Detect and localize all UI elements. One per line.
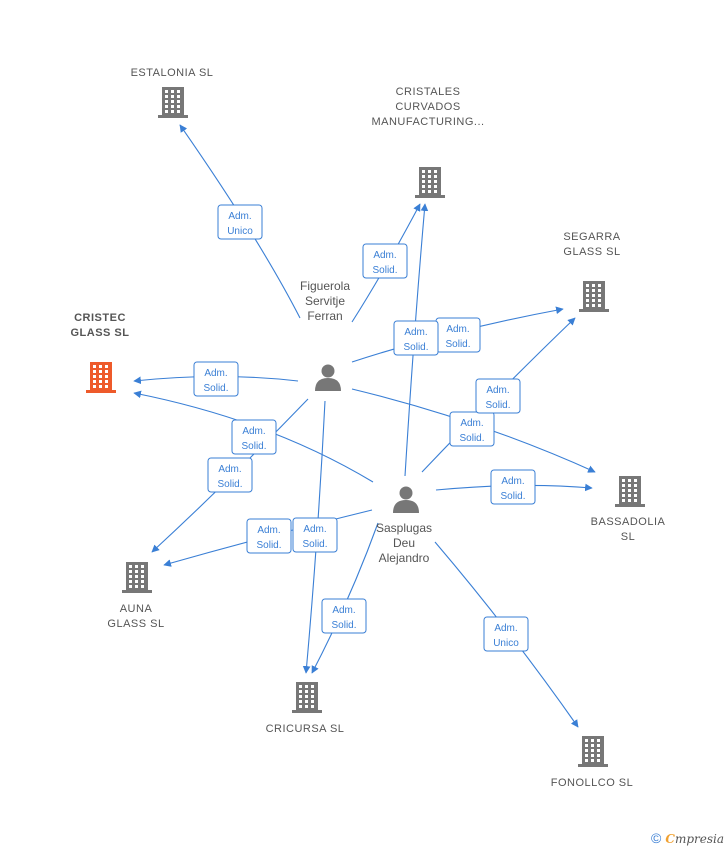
relation-label-text: Solid. — [372, 265, 397, 276]
person-label-sasplugas-line: Sasplugas — [376, 521, 432, 535]
nodes-layer: ESTALONIA SL CRISTALES CURVADOS MANUFACTURI… — [70, 67, 665, 789]
relation-label-text: Adm. — [373, 250, 396, 261]
relation-label-text: Solid. — [331, 620, 356, 631]
relation-label-text: Adm. — [332, 605, 355, 616]
company-label-cristec-line: GLASS SL — [70, 327, 129, 339]
relation-label-text: Solid. — [459, 433, 484, 444]
company-label-auna-line: GLASS SL — [107, 618, 164, 630]
company-node-cricursa[interactable]: CRICURSA SL — [266, 682, 345, 735]
relation-label-fig-bassadolia[interactable]: Adm. Solid. — [449, 411, 495, 447]
relation-label-sas-cricursa[interactable]: Adm. Solid. — [321, 598, 367, 634]
relation-label-sas-fonollco[interactable]: Adm. Unico — [483, 616, 529, 652]
relation-label-text: Solid. — [217, 479, 242, 490]
company-node-estalonia[interactable]: ESTALONIA SL — [131, 67, 214, 118]
building-icon — [292, 682, 322, 713]
person-label-sasplugas-line: Deu — [393, 536, 415, 550]
company-label-segarra: SEGARRA GLASS SL — [563, 231, 620, 258]
relation-label-sas-auna[interactable]: Adm. Solid. — [246, 518, 292, 554]
company-node-auna[interactable]: AUNA GLASS SL — [107, 562, 164, 630]
company-node-fonollco[interactable]: FONOLLCO SL — [551, 736, 634, 789]
relation-label-text: Adm. — [303, 524, 326, 535]
company-node-bassadolia[interactable]: BASSADOLIA SL — [591, 476, 666, 543]
relation-label-text: Adm. — [501, 476, 524, 487]
company-label-estalonia-line: ESTALONIA SL — [131, 67, 214, 79]
company-node-cristec[interactable]: CRISTEC GLASS SL — [70, 312, 129, 393]
company-label-cricursa: CRICURSA SL — [266, 723, 345, 735]
relation-label-text: Solid. — [445, 339, 470, 350]
company-label-auna-line: AUNA — [120, 603, 153, 615]
relation-label-text: Unico — [493, 638, 519, 649]
company-label-cristec-line: CRISTEC — [74, 312, 126, 324]
relation-label-fig-cristec[interactable]: Adm. Solid. — [193, 361, 239, 397]
company-node-cristales[interactable]: CRISTALES CURVADOS MANUFACTURING... — [371, 86, 484, 198]
relation-label-text: Adm. — [257, 525, 280, 536]
building-icon — [122, 562, 152, 593]
company-label-cricursa-line: CRICURSA SL — [266, 723, 345, 735]
company-label-bassadolia-line: BASSADOLIA — [591, 516, 666, 528]
relation-label-text: Adm. — [486, 385, 509, 396]
relation-label-text: Adm. — [494, 623, 517, 634]
building-icon — [579, 281, 609, 312]
person-label-figuerola-line: Ferran — [307, 309, 342, 323]
company-label-cristales-line: MANUFACTURING... — [371, 116, 484, 128]
relation-label-text: Adm. — [446, 324, 469, 335]
relation-label-text: Solid. — [500, 491, 525, 502]
relation-label-fig-cricursa[interactable]: Adm. Solid. — [292, 517, 338, 553]
footer-brand[interactable]: ©Cmpresia — [651, 830, 724, 846]
company-label-cristales-line: CRISTALES — [396, 86, 461, 98]
relation-label-text: Solid. — [256, 540, 281, 551]
relation-label-fig-segarra[interactable]: Adm. Solid. — [435, 317, 481, 353]
relation-label-text: Adm. — [460, 418, 483, 429]
person-icon — [315, 364, 341, 391]
relation-label-text: Unico — [227, 226, 253, 237]
relation-labels-layer: Adm.UnicoAdm.Solid.Adm.Solid.Adm.Solid.A… — [193, 204, 536, 652]
relation-label-text: Adm. — [242, 426, 265, 437]
relation-label-fig-auna[interactable]: Adm. Solid. — [207, 457, 253, 493]
person-label-figuerola-line: Servitje — [305, 294, 345, 308]
relation-label-text: Adm. — [218, 464, 241, 475]
company-node-segarra[interactable]: SEGARRA GLASS SL — [563, 231, 620, 312]
person-icon — [393, 486, 419, 513]
relation-label-text: Adm. — [404, 327, 427, 338]
relation-label-text: Adm. — [204, 368, 227, 379]
company-label-fonollco-line: FONOLLCO SL — [551, 777, 634, 789]
building-icon — [578, 736, 608, 767]
building-icon — [415, 167, 445, 198]
relation-label-text: Solid. — [302, 539, 327, 550]
person-label-sasplugas-line: Alejandro — [379, 551, 430, 565]
company-label-estalonia: ESTALONIA SL — [131, 67, 214, 79]
relation-label-text: Solid. — [403, 342, 428, 353]
company-label-auna: AUNA GLASS SL — [107, 603, 164, 630]
company-label-bassadolia-line: SL — [621, 531, 635, 543]
company-label-bassadolia: BASSADOLIA SL — [591, 516, 666, 543]
company-label-cristales: CRISTALES CURVADOS MANUFACTURING... — [371, 86, 484, 128]
company-label-segarra-line: GLASS SL — [563, 246, 620, 258]
company-label-fonollco: FONOLLCO SL — [551, 777, 634, 789]
relation-label-fig-cristales[interactable]: Adm. Solid. — [362, 243, 408, 279]
relation-label-sas-cristales[interactable]: Adm. Solid. — [393, 320, 439, 356]
building-icon — [86, 362, 116, 393]
building-icon — [615, 476, 645, 507]
copyright-icon: © — [651, 830, 662, 846]
relation-label-text: Adm. — [228, 211, 251, 222]
relation-label-text: Solid. — [241, 441, 266, 452]
company-label-cristec: CRISTEC GLASS SL — [70, 312, 129, 339]
relation-label-text: Solid. — [203, 383, 228, 394]
relation-label-sas-bassadolia[interactable]: Adm. Solid. — [490, 469, 536, 505]
relation-label-sas-cristec[interactable]: Adm. Solid. — [231, 419, 277, 455]
building-icon — [158, 87, 188, 118]
person-label-figuerola-line: Figuerola — [300, 279, 350, 293]
relation-label-sas-segarra[interactable]: Adm. Solid. — [475, 378, 521, 414]
company-label-cristales-line: CURVADOS — [395, 101, 460, 113]
relation-label-fig-estalonia[interactable]: Adm. Unico — [217, 204, 263, 240]
relation-label-text: Solid. — [485, 400, 510, 411]
company-label-segarra-line: SEGARRA — [563, 231, 620, 243]
brand-logo: Cmpresia — [665, 832, 724, 846]
